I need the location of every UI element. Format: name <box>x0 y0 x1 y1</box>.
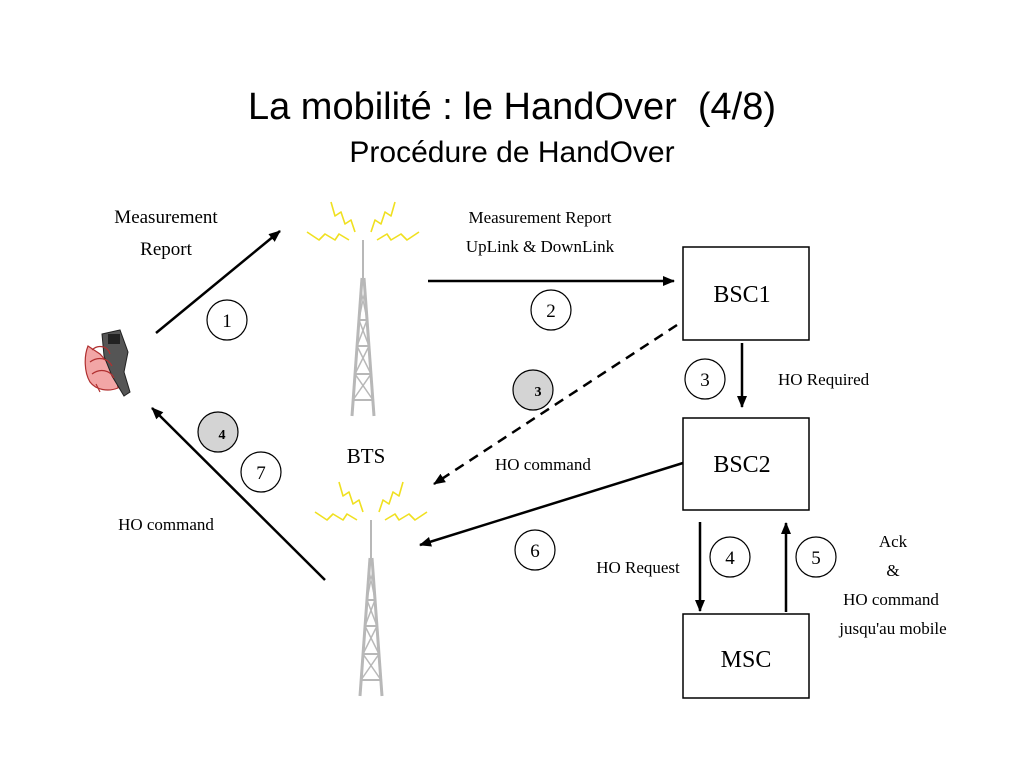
svg-text:3: 3 <box>535 385 542 400</box>
bts-tower-top-icon <box>306 201 420 418</box>
ho-command-left-label: HO command <box>118 515 214 534</box>
step-5-marker: 5 <box>795 536 837 578</box>
arrow-ho-command-dashed <box>433 323 678 486</box>
step-6-marker: 6 <box>514 529 556 571</box>
bsc2-box <box>682 417 810 511</box>
step-2-marker: 2 <box>530 289 572 331</box>
arrow-step-1 <box>155 230 281 334</box>
msc-label: MSC <box>721 647 772 673</box>
step-3-shaded-marker: 3 <box>512 369 554 411</box>
bsc1-label: BSC1 <box>713 282 770 308</box>
meas-uplink-label-line2: UpLink & DownLink <box>466 237 615 256</box>
svg-text:1: 1 <box>222 311 232 332</box>
arrow-step-6 <box>419 461 684 547</box>
ack-label-line3: HO command <box>843 590 939 609</box>
mobile-phone-in-hand-icon <box>84 329 131 397</box>
svg-text:2: 2 <box>546 301 556 322</box>
ack-label-line1: Ack <box>879 532 908 551</box>
bsc1-box <box>682 246 810 341</box>
bts-label: BTS <box>347 444 386 468</box>
bsc2-label: BSC2 <box>713 452 770 478</box>
svg-text:3: 3 <box>700 370 710 391</box>
svg-text:6: 6 <box>530 541 540 562</box>
step-4-shaded-marker: 4 <box>197 411 239 453</box>
svg-text:5: 5 <box>811 548 821 569</box>
step-7-marker: 7 <box>240 451 282 493</box>
ho-required-label: HO Required <box>778 370 870 389</box>
step-3-marker: 3 <box>684 358 726 400</box>
meas-uplink-label-line1: Measurement Report <box>468 208 611 227</box>
step-1-marker: 1 <box>206 299 248 341</box>
measurement-report-label-line1: Measurement <box>114 207 218 228</box>
slide-title: La mobilité : le HandOver (4/8) <box>247 86 776 128</box>
msc-box <box>682 613 810 699</box>
bts-tower-bottom-icon <box>314 481 428 698</box>
ack-label-line2: & <box>886 561 899 580</box>
ho-command-middle-label: HO command <box>495 455 591 474</box>
svg-text:4: 4 <box>725 548 735 569</box>
measurement-report-label-line2: Report <box>140 239 192 260</box>
slide-subtitle: Procédure de HandOver <box>349 136 675 169</box>
ack-label-line4: jusqu'au mobile <box>838 619 946 638</box>
svg-text:4: 4 <box>219 428 226 443</box>
ho-request-label: HO Request <box>596 558 680 577</box>
arrow-step-7 <box>151 407 326 581</box>
step-4-marker: 4 <box>709 536 751 578</box>
svg-text:7: 7 <box>256 463 266 484</box>
